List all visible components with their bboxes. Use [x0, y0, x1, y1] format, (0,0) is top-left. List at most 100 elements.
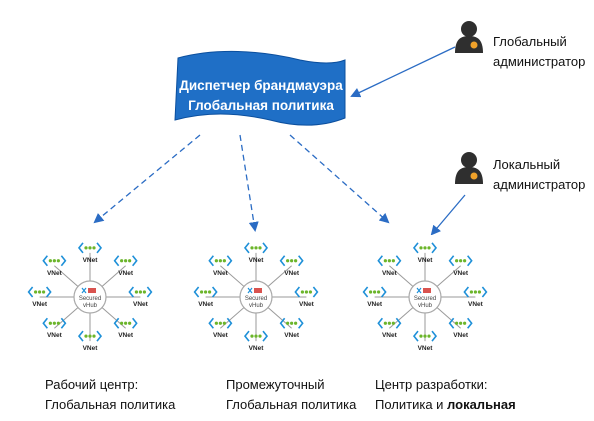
vnet-icon [193, 286, 218, 298]
vnet-bracket-left [448, 255, 455, 267]
vnet-bracket-right [226, 255, 233, 267]
global-admin-label-line1: Глобальный [493, 34, 567, 49]
caption-production: Рабочий центр: Глобальная политика [45, 375, 175, 415]
firewall-icon [81, 287, 96, 294]
vnet-bracket-right [380, 286, 387, 298]
vnet-icon [463, 286, 488, 298]
vnet-label: VNet [83, 257, 99, 264]
vnet-icon [377, 317, 402, 329]
hub-panel: VNetVNetVNetVNetVNetVNetVNetVNetSecuredv… [351, 235, 499, 359]
vnet-bracket-right [395, 317, 402, 329]
vnet-bracket-left [243, 242, 250, 254]
vnet-label: VNet [32, 301, 48, 308]
vnet-dot [208, 290, 212, 294]
arrow-global-admin-to-banner [350, 46, 456, 98]
vnet-bracket-left [77, 330, 84, 342]
vnet-icon [243, 330, 269, 342]
arrow-banner-to-staging [239, 134, 259, 232]
caption-production-line2: Глобальная политика [45, 397, 176, 412]
vnet-label: VNet [418, 257, 434, 264]
vnet-dot [254, 246, 258, 250]
hub-label-line2: vHub [418, 303, 433, 309]
vnet-dot [222, 259, 226, 263]
vnet-dot [120, 259, 124, 263]
hub-cross-glyph [247, 287, 253, 294]
global-admin-label: Глобальный администратор [493, 32, 585, 72]
arrow-local-admin-to-dev [430, 194, 466, 236]
firewall-icon [416, 287, 431, 294]
vnet-bracket-right [146, 286, 153, 298]
vnet-bracket-right [467, 317, 473, 329]
vnet-bracket-left [42, 255, 48, 267]
vnet-bracket-left [463, 286, 470, 298]
global-admin-icon [455, 21, 483, 53]
vnet-dot [427, 246, 431, 250]
local-admin-icon [455, 152, 483, 184]
hub-label-line1: Secured [245, 296, 267, 302]
vnet-bracket-right [395, 255, 402, 267]
vnet-bracket-left [412, 242, 419, 254]
banner-title-line1: Диспетчер брандмауэра [179, 78, 343, 93]
caption-dev-line1: Центр разработки: [375, 377, 488, 392]
vnet-dot [38, 290, 42, 294]
vnet-label: VNet [83, 345, 99, 352]
hub-label-line1: Secured [414, 296, 436, 302]
vnet-dot [214, 259, 218, 263]
vnet-dot [134, 290, 138, 294]
vnet-dot [427, 334, 431, 338]
vnet-dot [88, 246, 92, 250]
vnet-icon [294, 286, 319, 298]
vnet-dot [250, 334, 254, 338]
vnet-icon [412, 330, 438, 342]
hub-panel: VNetVNetVNetVNetVNetVNetVNetVNetSecuredv… [182, 235, 330, 359]
vnet-dot [56, 259, 60, 263]
caption-production-line1: Рабочий центр: [45, 377, 139, 392]
vnet-dot [383, 259, 387, 263]
vnet-label: VNet [453, 270, 469, 277]
vnet-bracket-right [481, 286, 488, 298]
vnet-bracket-left [77, 242, 84, 254]
vnet-bracket-right [467, 255, 473, 267]
vnet-label: VNet [382, 270, 398, 277]
vnet-icon [448, 317, 473, 329]
local-admin-label-line1: Локальный [493, 157, 561, 172]
vnet-bracket-right [45, 286, 52, 298]
vnet-dot [142, 290, 146, 294]
vnet-bracket-right [211, 286, 218, 298]
vnet-label: VNet [249, 257, 265, 264]
vnet-bracket-left [243, 330, 250, 342]
vnet-bracket-left [377, 255, 383, 267]
vnet-bracket-right [431, 330, 438, 342]
vnet-bracket-right [298, 317, 304, 329]
vnet-bracket-left [208, 317, 214, 329]
local-admin-label-line2: администратор [493, 177, 586, 192]
vnet-bracket-left [128, 286, 135, 298]
vnet-dot [294, 259, 298, 263]
secured-hub-ring [239, 280, 273, 314]
hub-label-line1: Secured [79, 296, 101, 302]
vnet-bracket-left [294, 286, 301, 298]
firewall-icon [247, 287, 262, 294]
vnet-icon [279, 255, 304, 267]
vnet-dot [455, 259, 459, 263]
caption-dev-line2-normal: Политика и [375, 397, 448, 412]
vnet-label: VNet [299, 301, 315, 308]
vnet-dot [304, 290, 308, 294]
vnet-bracket-left [362, 286, 369, 298]
vnet-icon [412, 242, 438, 254]
vnet-dot [423, 334, 427, 338]
vnet-dot [92, 334, 96, 338]
local-admin-label: Локальный администратор [493, 155, 585, 195]
hub-panels: VNetVNetVNetVNetVNetVNetVNetVNetSecuredv… [16, 235, 499, 359]
vnet-label: VNet [284, 332, 300, 339]
caption-dev: Центр разработки: Политика и локальная [375, 375, 516, 415]
vnet-dot [204, 290, 208, 294]
vnet-dot [214, 321, 218, 325]
vnet-dot [258, 334, 262, 338]
vnet-dot [92, 246, 96, 250]
firewall-brick [423, 288, 431, 293]
vnet-icon [208, 255, 233, 267]
vnet-icon [113, 317, 138, 329]
vnet-label: VNet [213, 270, 229, 277]
vnet-label: VNet [133, 301, 149, 308]
